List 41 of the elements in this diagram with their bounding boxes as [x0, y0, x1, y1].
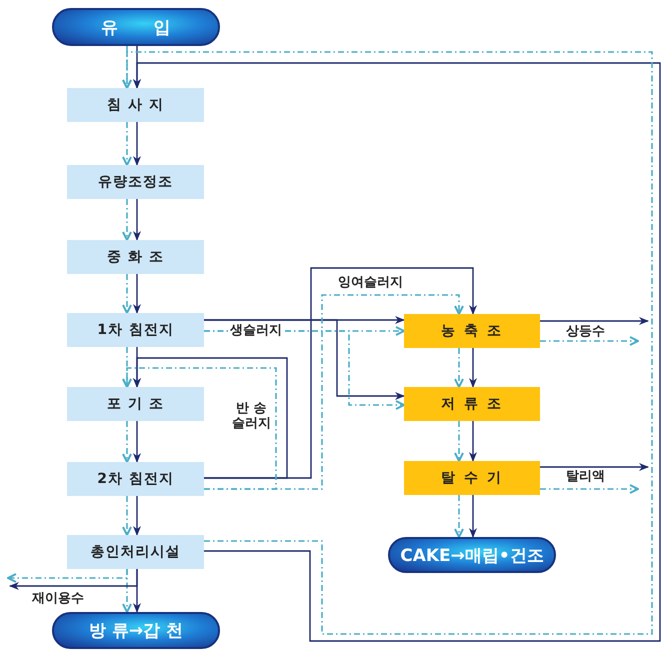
flow-arrow — [454, 495, 464, 538]
process-box: 저 류 조 — [404, 387, 540, 421]
flow-arrow — [122, 199, 132, 241]
process-box: 탈 수 기 — [404, 461, 540, 495]
process-box: 1차 침전지 — [67, 313, 204, 347]
flow-arrow — [122, 421, 132, 463]
terminal-pill: 유 입 — [52, 8, 220, 46]
process-box: 농 축 조 — [404, 314, 540, 348]
flow-arrow — [122, 367, 277, 490]
flow-arrow — [122, 274, 132, 314]
process-box: 중 화 조 — [67, 240, 204, 274]
flow-arrow — [204, 319, 405, 400]
process-box: 총인처리시설 — [67, 535, 204, 569]
flow-arrow — [133, 496, 141, 536]
terminal-pill: CAKE→매립•건조 — [388, 537, 556, 573]
edge-label: 상등수 — [564, 325, 607, 340]
flow-arrow — [9, 569, 138, 590]
flow-arrow — [7, 569, 128, 583]
flow-arrow — [540, 484, 639, 494]
flow-arrow — [454, 348, 464, 388]
terminal-pill: 방 류→갑 천 — [52, 612, 220, 649]
flow-arrow — [133, 274, 141, 314]
flow-arrow — [133, 122, 141, 166]
edge-label: 생슬러지 — [228, 324, 284, 339]
flow-arrow — [469, 348, 477, 388]
flow-arrow — [133, 357, 288, 479]
process-box: 침 사 지 — [67, 88, 204, 122]
flow-arrow — [540, 317, 649, 325]
process-box: 유량조정조 — [67, 165, 204, 199]
flow-arrow — [540, 336, 639, 346]
flow-arrow — [133, 421, 141, 463]
process-box: 2차 침전지 — [67, 462, 204, 496]
flow-arrow — [469, 421, 477, 462]
flow-arrow — [122, 122, 132, 166]
flow-arrow — [540, 463, 649, 471]
process-box: 포 기 조 — [67, 387, 204, 421]
flow-arrow — [133, 199, 141, 241]
flow-arrow — [469, 495, 477, 538]
flow-arrow — [122, 496, 132, 536]
edge-label: 재이용수 — [30, 592, 86, 607]
flow-arrow — [454, 421, 464, 462]
